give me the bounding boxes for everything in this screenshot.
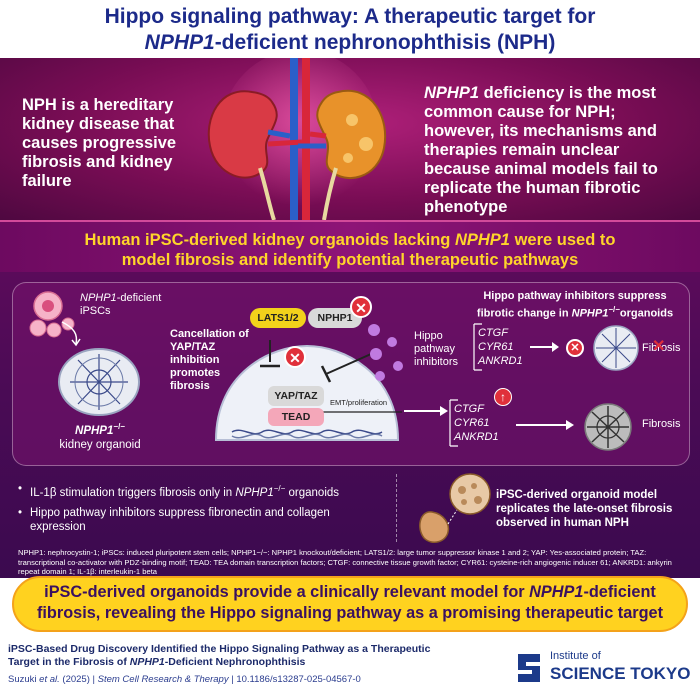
fibrosis-spot <box>346 114 358 126</box>
fibrosis-bottom-label: Fibrosis <box>642 418 681 430</box>
findings-list: IL-1β stimulation triggers fibrosis only… <box>18 482 378 540</box>
fibrosis-cross-icon: ✕ <box>652 338 666 355</box>
inhibition-lost-icon: ✕ <box>284 346 306 368</box>
vein-icon <box>290 58 298 220</box>
kidneys-illustration <box>207 58 387 220</box>
conclusion-banner <box>12 576 688 632</box>
gene-bracket-top <box>473 323 482 371</box>
hippo-inhibitors-label: Hippo pathway inhibitors <box>414 330 459 368</box>
arrow-down-icon <box>61 321 81 347</box>
study-ribbon-text: Human iPSC-derived kidney organoids lack… <box>84 231 616 269</box>
study-ribbon <box>0 220 700 276</box>
artery-icon <box>302 58 310 220</box>
lats-pill: LATS1/2 <box>250 308 306 328</box>
hero-right-text: NPHP1 deficiency is the most common caus… <box>424 84 658 216</box>
emt-label: EMT/proliferation <box>330 398 388 407</box>
healthy-kidney-icon <box>207 90 278 179</box>
dna-strand-2 <box>231 433 383 439</box>
inhibitor-result-title: Hippo pathway inhibitors suppress fibrot… <box>476 290 674 320</box>
yaptaz-pill: YAP/TAZ <box>268 386 324 406</box>
nphp1-deleted-icon: ✕ <box>350 296 372 318</box>
gene-list-top: CTGF CYR61 ANKRD1 <box>478 327 523 367</box>
renal-artery-left <box>267 139 303 147</box>
conclusion-text: iPSC-derived organoids provide a clinica… <box>36 583 664 622</box>
nphp1-pill: NPHP1 <box>308 308 362 328</box>
hero-left-text: NPH is a hereditary kidney disease that … <box>22 96 177 190</box>
ipsc-label: NPHP1-deficient iPSCs <box>80 292 162 317</box>
fibrotic-organoid-icon <box>584 403 632 451</box>
divider <box>396 474 397 542</box>
microscopy-kidney-icon <box>419 473 491 543</box>
arrow-right-icon <box>404 406 448 416</box>
title-line-1: Hippo signaling pathway: A therapeutic t… <box>104 5 596 28</box>
logo-line-1: Institute of <box>550 650 601 662</box>
fibrotic-kidney-icon <box>316 89 387 179</box>
paper-title: iPSC-Based Drug Discovery Identified the… <box>8 643 431 668</box>
ipsc-cluster-icon <box>29 291 75 338</box>
ureter-left <box>258 167 276 220</box>
organoid-treated-icon <box>593 325 639 371</box>
arrow-right-icon <box>516 420 574 430</box>
finding-item: IL-1β stimulation triggers fibrosis only… <box>18 482 378 500</box>
fibrosis-spot <box>343 153 353 163</box>
inhibitor-bar <box>320 365 332 383</box>
fibrosis-top-label: Fibrosis <box>642 342 681 354</box>
title-line-2: NPHP1-deficient nephronophthisis (NPH) <box>144 31 556 54</box>
ureter-right <box>322 167 338 220</box>
model-summary-text: iPSC-derived organoid model replicates t… <box>496 489 673 529</box>
science-tokyo-logo-icon <box>518 654 540 682</box>
page-title: Hippo signaling pathway: A therapeutic t… <box>0 4 700 56</box>
renal-vein-left <box>267 129 291 139</box>
logo-line-2: SCIENCE TOKYO <box>550 664 691 683</box>
gene-bracket-bottom <box>449 399 458 447</box>
abbreviations-note: NPHP1: nephrocystin-1; iPSCs: induced pl… <box>18 548 672 576</box>
arrow-right-icon <box>530 342 559 352</box>
cancellation-text: Cancellation of YAP/TAZ inhibition promo… <box>170 328 249 392</box>
upregulated-icon: ↑ <box>494 388 512 406</box>
dna-strand <box>231 429 383 435</box>
organoid-icon <box>58 348 140 416</box>
citation: Suzuki et al. (2025) | Stem Cell Researc… <box>8 674 361 685</box>
hippo-inhibitor-molecules-icon <box>368 324 403 381</box>
organoid-label: NPHP1−/− kidney organoid <box>59 422 141 451</box>
fibrosis-spot <box>359 137 373 151</box>
tead-pill: TEAD <box>268 408 324 426</box>
gene-list-bottom: CTGF CYR61 ANKRD1 <box>454 403 499 443</box>
renal-artery-right <box>309 131 327 139</box>
suppressed-icon: ✕ <box>566 339 584 357</box>
finding-item: Hippo pathway inhibitors suppress fibron… <box>18 506 378 534</box>
